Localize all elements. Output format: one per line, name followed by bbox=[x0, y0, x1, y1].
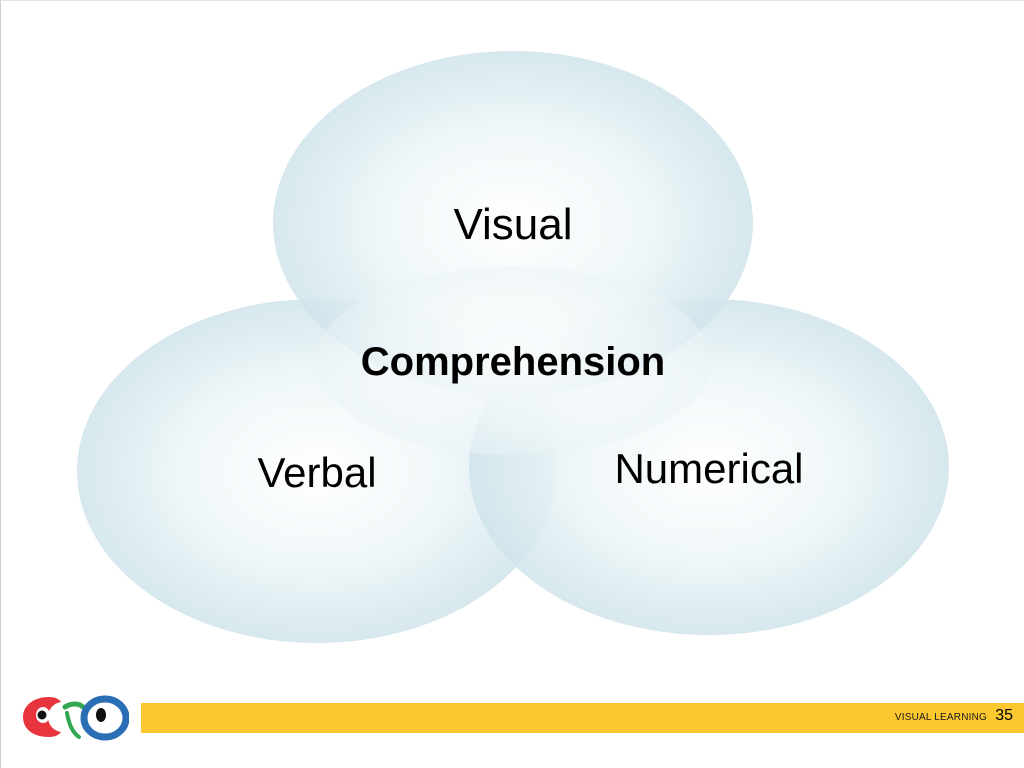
venn-label-numerical: Numerical bbox=[614, 445, 803, 492]
page-number: 35 bbox=[995, 707, 1013, 724]
venn-center-overlap bbox=[315, 267, 711, 455]
footer-bar: VISUAL LEARNING 35 bbox=[141, 703, 1024, 733]
venn-label-center: Comprehension bbox=[361, 340, 665, 384]
visual-learning-logo-icon bbox=[23, 695, 129, 741]
footer-title: VISUAL LEARNING bbox=[894, 712, 987, 723]
venn-label-verbal: Verbal bbox=[257, 449, 376, 496]
venn-diagram: Visual Comprehension Verbal Numerical bbox=[77, 51, 949, 643]
venn-label-visual: Visual bbox=[453, 200, 572, 249]
